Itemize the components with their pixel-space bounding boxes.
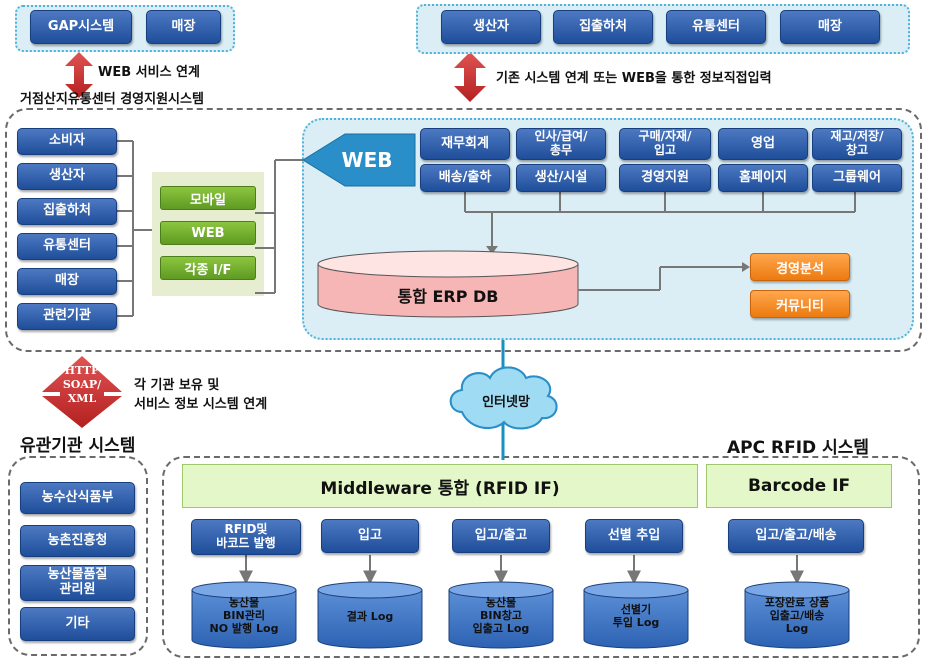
http-arrow-text: HTTP SOAP/ XML bbox=[52, 364, 112, 405]
http-label: HTTP bbox=[64, 364, 100, 377]
agency-label: 농수산식품부 bbox=[41, 489, 114, 505]
log-cylinder bbox=[191, 581, 297, 649]
agency-label: 농촌진흥청 bbox=[47, 532, 108, 548]
agency-label: 기타 bbox=[65, 615, 90, 631]
erp-module-purchasing[interactable]: 구매/자재/ 입고 bbox=[619, 128, 711, 160]
http-double-arrow-icon bbox=[42, 356, 122, 428]
erp-module-groupware[interactable]: 그룹웨어 bbox=[812, 164, 902, 192]
agency-link-label-2: 서비스 정보 시스템 연계 bbox=[134, 397, 268, 412]
log-line: Log bbox=[785, 622, 809, 636]
center-system-zone bbox=[5, 108, 922, 352]
log-line: 포장완료 상품 bbox=[764, 596, 830, 609]
log-line: 농산물 bbox=[228, 596, 260, 609]
agency-section-title: 유관기관 시스템 bbox=[20, 436, 136, 456]
erp-module-label: 재무회계 bbox=[441, 135, 489, 151]
erp-module-hr[interactable]: 인사/급여/ 총무 bbox=[516, 128, 606, 160]
erp-module-sales[interactable]: 영업 bbox=[718, 128, 808, 160]
top-producer-button[interactable]: 생산자 bbox=[441, 10, 541, 44]
agency-ministry-button[interactable]: 농수산식품부 bbox=[20, 482, 135, 514]
internet-label: 인터넷망 bbox=[482, 395, 530, 410]
apc-process-label: RFID및 bbox=[224, 522, 268, 537]
apc-delivery-button[interactable]: 입고/출고/배송 bbox=[728, 519, 864, 553]
user-distribution-button[interactable]: 유통센터 bbox=[17, 233, 117, 260]
erp-db-label: 통합 ERP DB bbox=[397, 287, 499, 306]
apc-sorting-button[interactable]: 선별 추입 bbox=[585, 519, 683, 553]
log-line: NO 발행 Log bbox=[209, 622, 279, 636]
agency-rda-button[interactable]: 농촌진흥청 bbox=[20, 525, 135, 557]
erp-module-label: 총무 bbox=[549, 143, 573, 157]
apc-section-title: APC RFID 시스템 bbox=[727, 438, 869, 458]
gap-system-button[interactable]: GAP시스템 bbox=[30, 10, 132, 44]
channel-web-button[interactable]: WEB bbox=[160, 221, 256, 245]
middleware-bar: Middleware 통합 (RFID IF) bbox=[182, 464, 698, 508]
user-store-button[interactable]: 매장 bbox=[17, 268, 117, 295]
erp-module-label: 영업 bbox=[751, 135, 775, 151]
log-cylinder bbox=[448, 581, 554, 649]
log-cylinder bbox=[744, 581, 850, 649]
web-service-label: WEB 서비스 연계 bbox=[98, 65, 200, 80]
agency-label: 농산물품질 bbox=[47, 567, 108, 583]
channel-mobile-button[interactable]: 모바일 bbox=[160, 186, 256, 210]
log-line: 농산물 bbox=[485, 596, 517, 609]
top-distribution-button[interactable]: 유통센터 bbox=[666, 10, 766, 44]
erp-module-label: 인사/급여/ bbox=[534, 129, 588, 144]
erp-module-label: 재고/저장/ bbox=[830, 129, 884, 144]
log-line: 입출고/배송 bbox=[769, 609, 825, 623]
erp-module-label: 창고 bbox=[845, 143, 869, 157]
erp-module-accounting[interactable]: 재무회계 bbox=[420, 128, 510, 160]
agency-other-button[interactable]: 기타 bbox=[20, 607, 135, 641]
apc-zone bbox=[162, 456, 920, 658]
soap-label: SOAP/ bbox=[62, 377, 102, 391]
apc-receiving-button[interactable]: 입고 bbox=[321, 519, 419, 553]
erp-module-homepage[interactable]: 홈페이지 bbox=[718, 164, 808, 192]
apc-rfid-issue-button[interactable]: RFID및 바코드 발행 bbox=[191, 519, 301, 555]
log-line: BIN관리 bbox=[223, 609, 265, 623]
erp-module-management[interactable]: 경영지원 bbox=[619, 164, 711, 192]
log-line: BIN창고 bbox=[480, 609, 522, 623]
log-bin-number: 농산물 BIN관리 NO 발행 Log bbox=[192, 596, 296, 636]
agency-zone bbox=[8, 456, 148, 656]
log-line: 투입 Log bbox=[612, 616, 660, 630]
apc-process-label: 바코드 발행 bbox=[216, 536, 276, 550]
erp-module-production[interactable]: 생산/시설 bbox=[516, 164, 606, 192]
log-sorter-input: 선별기 투입 Log bbox=[584, 603, 688, 629]
user-shipper-button[interactable]: 집출하처 bbox=[17, 198, 117, 225]
log-line: 입출고 Log bbox=[472, 622, 530, 636]
agency-link-label-1: 각 기관 보유 및 bbox=[134, 378, 220, 393]
user-consumer-button[interactable]: 소비자 bbox=[17, 128, 117, 155]
erp-module-shipping[interactable]: 배송/출하 bbox=[420, 164, 510, 192]
web-label: WEB bbox=[341, 148, 393, 172]
log-bin-warehouse: 농산물 BIN창고 입출고 Log bbox=[449, 596, 553, 636]
log-packaged-delivery: 포장완료 상품 입출고/배송 Log bbox=[745, 596, 849, 636]
store-button[interactable]: 매장 bbox=[146, 10, 221, 44]
erp-module-label: 입고 bbox=[653, 143, 677, 157]
agency-label: 관리원 bbox=[59, 582, 96, 597]
xml-label: XML bbox=[67, 391, 97, 405]
log-cylinder bbox=[317, 581, 423, 649]
community-button[interactable]: 커뮤니티 bbox=[750, 290, 850, 318]
user-agency-button[interactable]: 관련기관 bbox=[17, 303, 117, 330]
log-line: 결과 Log bbox=[346, 610, 394, 623]
channel-interface-button[interactable]: 각종 I/F bbox=[160, 256, 256, 280]
agency-quality-button[interactable]: 농산물품질 관리원 bbox=[20, 565, 135, 601]
erp-module-inventory[interactable]: 재고/저장/ 창고 bbox=[812, 128, 902, 160]
management-analysis-button[interactable]: 경영분석 bbox=[750, 253, 850, 281]
user-producer-button[interactable]: 생산자 bbox=[17, 163, 117, 190]
log-result: 결과 Log bbox=[318, 610, 422, 623]
top-store-button[interactable]: 매장 bbox=[780, 10, 880, 44]
log-cylinder bbox=[583, 581, 689, 649]
top-shipper-button[interactable]: 집출하처 bbox=[553, 10, 653, 44]
center-system-title: 거점산지유통센터 경영지원시스템 bbox=[20, 92, 204, 107]
double-arrow-icon bbox=[65, 52, 93, 98]
barcode-bar: Barcode IF bbox=[706, 464, 892, 508]
existing-system-label: 기존 시스템 연계 또는 WEB을 통한 정보직접입력 bbox=[496, 71, 772, 86]
log-line: 선별기 bbox=[620, 603, 652, 616]
apc-inout-button[interactable]: 입고/출고 bbox=[452, 519, 550, 553]
double-arrow-icon bbox=[454, 52, 486, 102]
erp-module-label: 구매/자재/ bbox=[638, 129, 692, 144]
